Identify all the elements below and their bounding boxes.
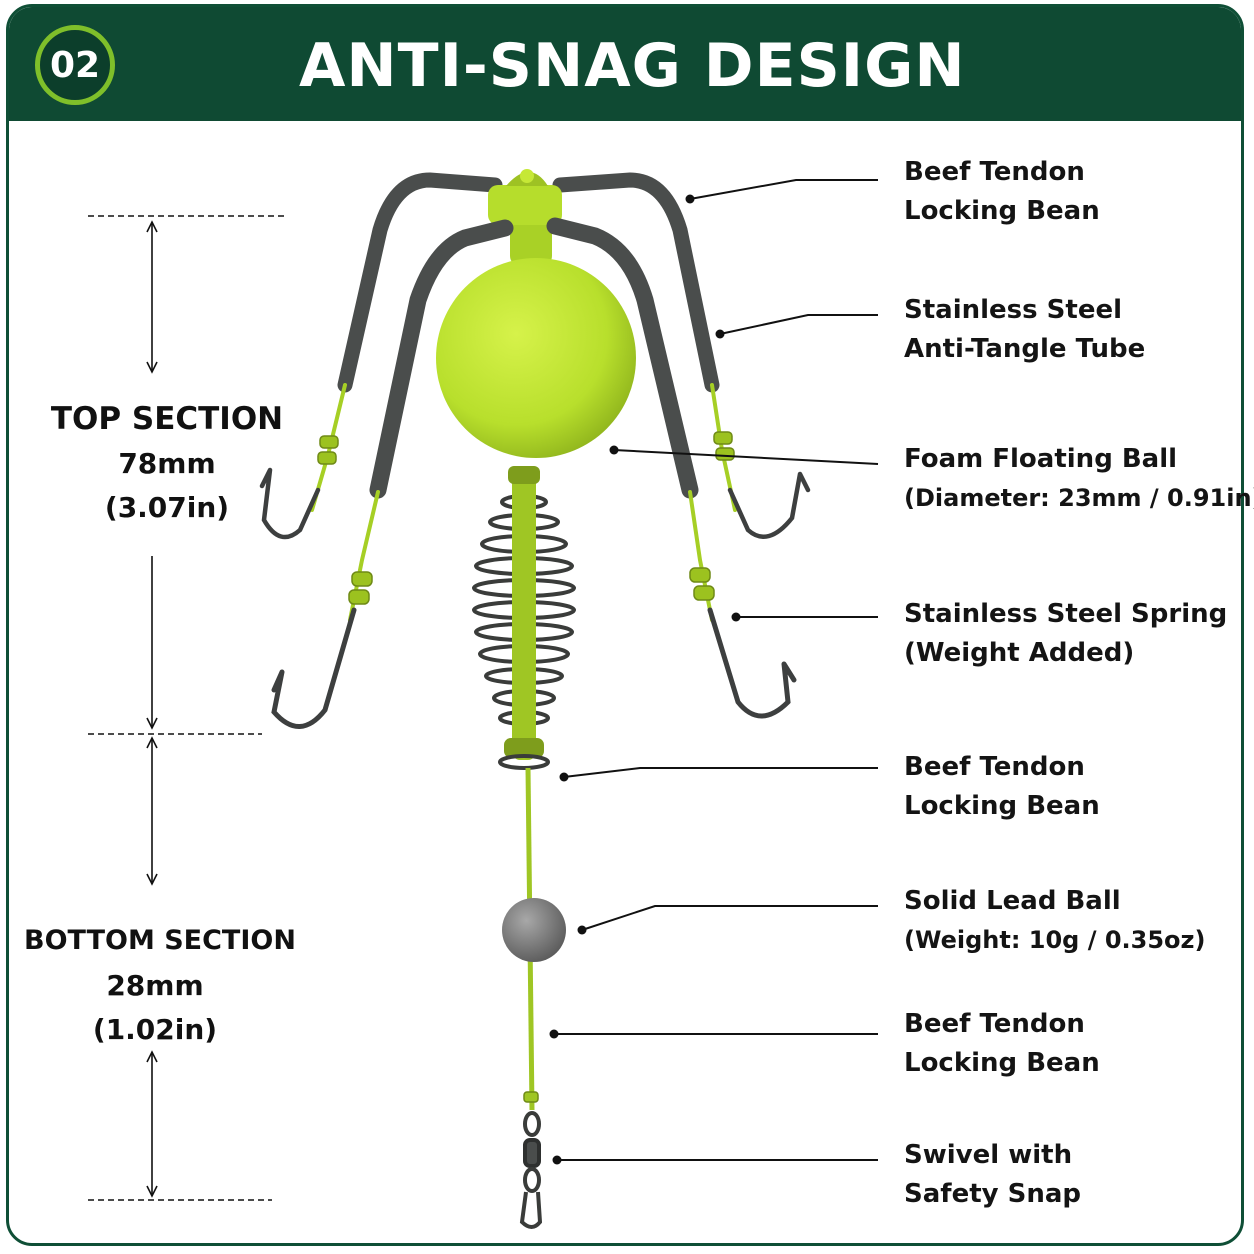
infographic-frame: 02 ANTI-SNAG DESIGN bbox=[6, 4, 1244, 1246]
bottom-section-imperial: (1.02in) bbox=[92, 1013, 218, 1046]
bottom-section-dimension bbox=[88, 736, 272, 1201]
top-section-imperial: (3.07in) bbox=[104, 491, 230, 524]
top-section-name: TOP SECTION bbox=[50, 401, 284, 437]
foam-floating-ball bbox=[436, 258, 636, 458]
callout-leaders bbox=[554, 179, 879, 1161]
step-number: 02 bbox=[49, 44, 101, 86]
callout-stainless-steel-spring: Stainless Steel Spring (Weight Added) bbox=[904, 599, 1228, 668]
step-number-badge: 02 bbox=[35, 25, 115, 105]
top-cap bbox=[488, 169, 562, 266]
back-beads bbox=[317, 431, 735, 465]
top-section-label: TOP SECTION 78mm (3.07in) bbox=[44, 396, 290, 530]
callout-swivel-snap: Swivel with Safety Snap bbox=[904, 1140, 1082, 1209]
bottom-section-name: BOTTOM SECTION bbox=[24, 925, 296, 956]
solid-lead-ball bbox=[502, 898, 566, 962]
front-beads bbox=[348, 567, 715, 605]
callout-locking-bean-middle: Beef Tendon Locking Bean bbox=[904, 752, 1100, 821]
callout-locking-bean-top: Beef Tendon Locking Bean bbox=[904, 157, 1100, 226]
top-section-dimension bbox=[88, 215, 288, 735]
callout-anti-tangle-tube: Stainless Steel Anti-Tangle Tube bbox=[904, 295, 1146, 364]
bottom-section-label: BOTTOM SECTION 28mm (1.02in) bbox=[24, 918, 296, 1052]
callout-dots bbox=[549, 194, 741, 1165]
page-title: ANTI-SNAG DESIGN bbox=[299, 31, 966, 101]
callout-solid-lead-ball: Solid Lead Ball (Weight: 10g / 0.35oz) bbox=[904, 886, 1206, 954]
header-bar: 02 ANTI-SNAG DESIGN bbox=[9, 7, 1241, 121]
bottom-section-metric: 28mm bbox=[106, 969, 204, 1002]
back-hooks bbox=[259, 467, 811, 540]
spring-core bbox=[498, 466, 550, 770]
callout-foam-floating-ball: Foam Floating Ball (Diameter: 23mm / 0.9… bbox=[904, 444, 1254, 512]
front-hooks bbox=[271, 607, 797, 729]
front-arms bbox=[348, 217, 714, 622]
callout-locking-bean-bottom: Beef Tendon Locking Bean bbox=[904, 1009, 1100, 1078]
swivel-with-safety-snap bbox=[519, 1091, 543, 1229]
top-section-metric: 78mm bbox=[118, 447, 216, 480]
